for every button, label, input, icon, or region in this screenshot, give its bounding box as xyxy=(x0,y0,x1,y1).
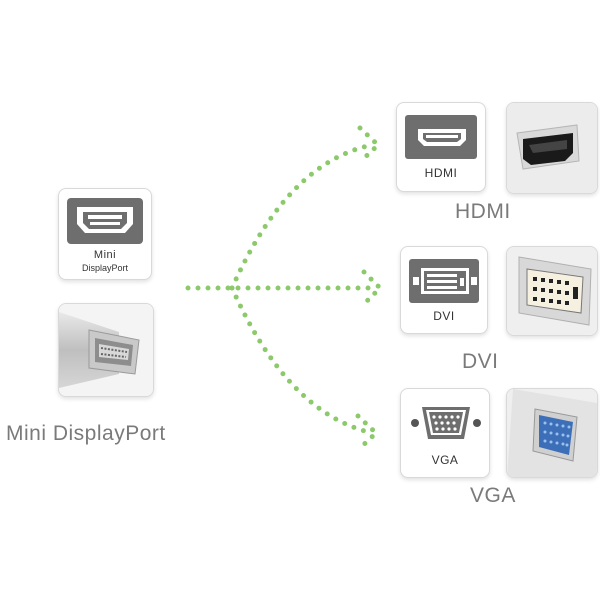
mini-displayport-photo xyxy=(58,303,154,397)
dvi-card-label: DVI xyxy=(433,309,455,323)
dvi-title: DVI xyxy=(462,350,499,373)
arrowhead-hdmi xyxy=(357,125,382,165)
hdmi-icon-card: HDMI xyxy=(396,102,486,192)
hdmi-icon xyxy=(405,115,477,159)
dvi-icon xyxy=(409,259,479,303)
arrowhead-vga xyxy=(355,413,380,453)
mini-displayport-icon-card: Mini DisplayPort xyxy=(58,188,152,280)
vga-title: VGA xyxy=(470,484,516,507)
arrow-to-vga xyxy=(229,285,375,436)
vga-icon xyxy=(409,401,481,445)
dvi-icon-card: DVI xyxy=(400,246,488,334)
vga-port-photo xyxy=(506,388,598,478)
mini-label-line1: Mini xyxy=(93,249,117,261)
arrow-to-hdmi xyxy=(229,142,375,291)
vga-card-label: VGA xyxy=(431,453,459,467)
arrowhead-dvi xyxy=(361,269,384,307)
hdmi-title: HDMI xyxy=(455,200,511,223)
hdmi-card-label: HDMI xyxy=(424,166,458,180)
mini-displayport-icon xyxy=(67,198,143,244)
hdmi-port-photo xyxy=(506,102,598,194)
mini-label-line2: DisplayPort xyxy=(81,263,128,273)
dvi-port-photo xyxy=(506,246,598,336)
vga-icon-card: VGA xyxy=(400,388,490,478)
source-title: Mini DisplayPort xyxy=(6,422,166,445)
